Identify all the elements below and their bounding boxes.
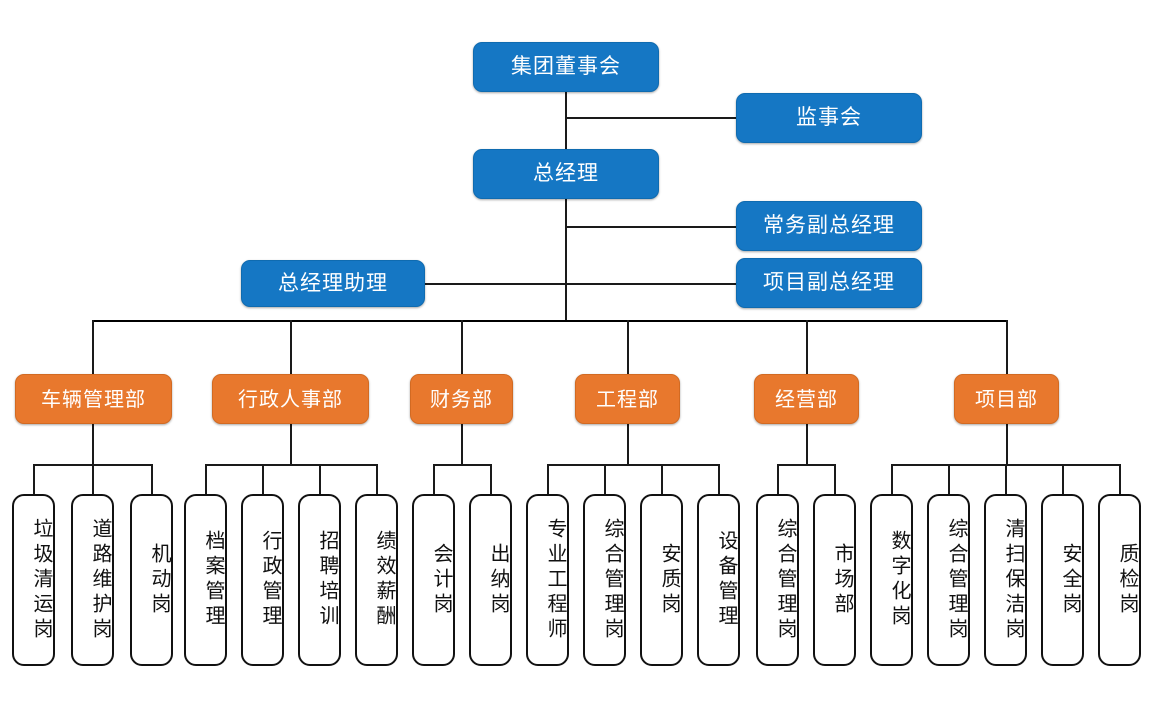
position-box[interactable]: 综合管理岗 bbox=[583, 494, 626, 666]
connector-gm-spine-to-supervisory bbox=[565, 117, 737, 119]
connector-spine-to-gm-assistant bbox=[424, 283, 566, 285]
position-box[interactable]: 机动岗 bbox=[130, 494, 173, 666]
department-finance[interactable]: 财务部 bbox=[410, 374, 513, 424]
connector-dept2-leaf-1 bbox=[205, 464, 207, 495]
connector-dept4-leaf-4 bbox=[718, 464, 720, 495]
position-box[interactable]: 设备管理 bbox=[697, 494, 740, 666]
connector-dept6-leaf-2 bbox=[948, 464, 950, 495]
connector-dept6-leaf-3 bbox=[1005, 464, 1007, 495]
connector-dept1-leaf-1 bbox=[33, 464, 35, 495]
connector-bus-to-dept-6 bbox=[1006, 320, 1008, 374]
position-box[interactable]: 垃圾清运岗 bbox=[12, 494, 55, 666]
connector-dept6-leaf-4 bbox=[1062, 464, 1064, 495]
department-admin-hr[interactable]: 行政人事部 bbox=[212, 374, 369, 424]
connector-bus-to-dept-4 bbox=[627, 320, 629, 374]
connector-dept5-stem bbox=[806, 424, 808, 464]
department-project[interactable]: 项目部 bbox=[954, 374, 1059, 424]
node-executive-deputy-gm[interactable]: 常务副总经理 bbox=[736, 201, 922, 251]
position-box[interactable]: 质检岗 bbox=[1098, 494, 1141, 666]
connector-dept5-bus bbox=[777, 464, 835, 466]
connector-spine-to-exec-deputy bbox=[565, 226, 737, 228]
connector-dept1-leaf-2 bbox=[92, 464, 94, 495]
connector-bus-to-dept-5 bbox=[806, 320, 808, 374]
connector-dept4-leaf-3 bbox=[661, 464, 663, 495]
connector-dept6-leaf-1 bbox=[891, 464, 893, 495]
node-board-of-directors[interactable]: 集团董事会 bbox=[473, 42, 659, 92]
position-box[interactable]: 道路维护岗 bbox=[71, 494, 114, 666]
connector-department-bus bbox=[92, 320, 1007, 322]
connector-dept6-leaf-5 bbox=[1119, 464, 1121, 495]
position-box[interactable]: 档案管理 bbox=[184, 494, 227, 666]
position-box[interactable]: 专业工程师 bbox=[526, 494, 569, 666]
department-vehicle-management[interactable]: 车辆管理部 bbox=[15, 374, 172, 424]
connector-dept3-bus bbox=[433, 464, 491, 466]
connector-dept4-leaf-2 bbox=[604, 464, 606, 495]
position-box[interactable]: 行政管理 bbox=[241, 494, 284, 666]
connector-dept3-stem bbox=[461, 424, 463, 464]
position-box[interactable]: 安质岗 bbox=[640, 494, 683, 666]
connector-dept4-leaf-1 bbox=[547, 464, 549, 495]
connector-bus-to-dept-2 bbox=[290, 320, 292, 374]
connector-dept2-leaf-4 bbox=[376, 464, 378, 495]
connector-dept2-leaf-3 bbox=[319, 464, 321, 495]
position-box[interactable]: 绩效薪酬 bbox=[355, 494, 398, 666]
connector-bus-to-dept-3 bbox=[461, 320, 463, 374]
connector-dept3-leaf-1 bbox=[433, 464, 435, 495]
connector-bus-to-dept-1 bbox=[92, 320, 94, 374]
connector-dept2-stem bbox=[290, 424, 292, 464]
node-project-deputy-gm[interactable]: 项目副总经理 bbox=[736, 258, 922, 308]
position-box[interactable]: 安全岗 bbox=[1041, 494, 1084, 666]
department-operations[interactable]: 经营部 bbox=[754, 374, 859, 424]
node-gm-assistant[interactable]: 总经理助理 bbox=[241, 260, 425, 307]
department-engineering[interactable]: 工程部 bbox=[575, 374, 680, 424]
position-box[interactable]: 清扫保洁岗 bbox=[984, 494, 1027, 666]
connector-dept4-stem bbox=[627, 424, 629, 464]
position-box[interactable]: 出纳岗 bbox=[469, 494, 512, 666]
position-box[interactable]: 市场部 bbox=[813, 494, 856, 666]
connector-dept6-stem bbox=[1006, 424, 1008, 464]
connector-board-to-gm bbox=[565, 92, 567, 150]
position-box[interactable]: 会计岗 bbox=[412, 494, 455, 666]
position-box[interactable]: 数字化岗 bbox=[870, 494, 913, 666]
connector-dept3-leaf-2 bbox=[490, 464, 492, 495]
connector-dept5-leaf-1 bbox=[777, 464, 779, 495]
connector-gm-spine bbox=[565, 199, 567, 321]
connector-dept4-bus bbox=[547, 464, 719, 466]
position-box[interactable]: 综合管理岗 bbox=[756, 494, 799, 666]
connector-dept5-leaf-2 bbox=[834, 464, 836, 495]
connector-dept2-leaf-2 bbox=[262, 464, 264, 495]
connector-dept2-bus bbox=[205, 464, 377, 466]
connector-dept1-leaf-3 bbox=[151, 464, 153, 495]
position-box[interactable]: 招聘培训 bbox=[298, 494, 341, 666]
position-box[interactable]: 综合管理岗 bbox=[927, 494, 970, 666]
node-general-manager[interactable]: 总经理 bbox=[473, 149, 659, 199]
node-supervisory-board[interactable]: 监事会 bbox=[736, 93, 922, 143]
connector-dept1-stem bbox=[92, 424, 94, 464]
connector-spine-to-project-deputy bbox=[565, 283, 737, 285]
